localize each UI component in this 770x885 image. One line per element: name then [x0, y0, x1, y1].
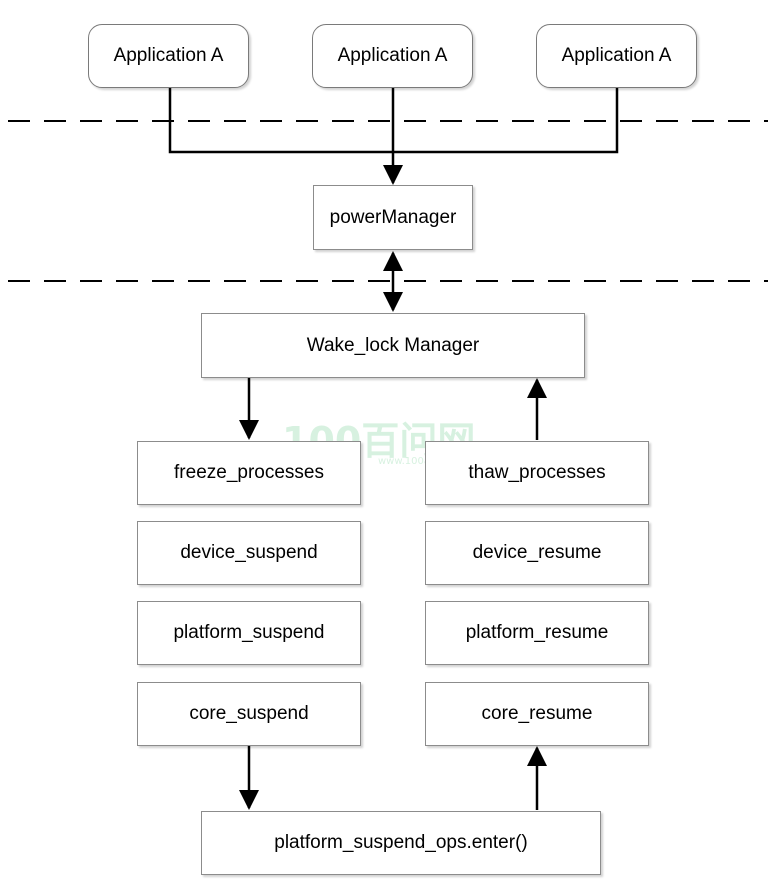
application-node-3: Application A: [536, 24, 697, 88]
power-manager-node: powerManager: [313, 185, 473, 250]
resume-node-platform-resume: platform_resume: [425, 601, 649, 665]
suspend-node-platform-suspend: platform_suspend: [137, 601, 361, 665]
platform-suspend-ops-enter-node: platform_suspend_ops.enter(): [201, 811, 601, 875]
watermark-url: www.100ask.org: [378, 456, 461, 467]
app-connector-left: [168, 88, 393, 154]
suspend-node-freeze-processes: freeze_processes: [137, 441, 361, 505]
resume-node-device-resume: device_resume: [425, 521, 649, 585]
resume-node-thaw-processes: thaw_processes: [425, 441, 649, 505]
app-connector-right: [393, 88, 619, 154]
application-node-1: Application A: [88, 24, 249, 88]
suspend-node-core-suspend: core_suspend: [137, 682, 361, 746]
resume-node-core-resume: core_resume: [425, 682, 649, 746]
wake-lock-manager-node: Wake_lock Manager: [201, 313, 585, 378]
suspend-node-device-suspend: device_suspend: [137, 521, 361, 585]
application-node-2: Application A: [312, 24, 473, 88]
